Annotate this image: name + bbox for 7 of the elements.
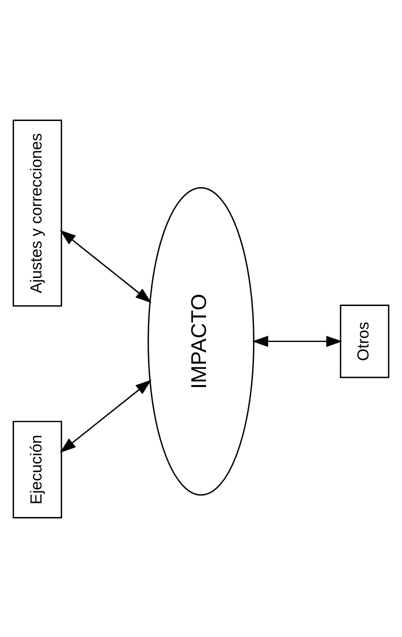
arrow	[252, 335, 342, 346]
arrow	[60, 379, 152, 452]
node-ellipse: IMPACTO	[148, 186, 254, 496]
node-box: Ejecución	[12, 420, 62, 518]
node-box: Ajustes y correcciones	[12, 119, 62, 306]
arrow	[60, 230, 152, 302]
node-box: Otros	[340, 304, 390, 378]
